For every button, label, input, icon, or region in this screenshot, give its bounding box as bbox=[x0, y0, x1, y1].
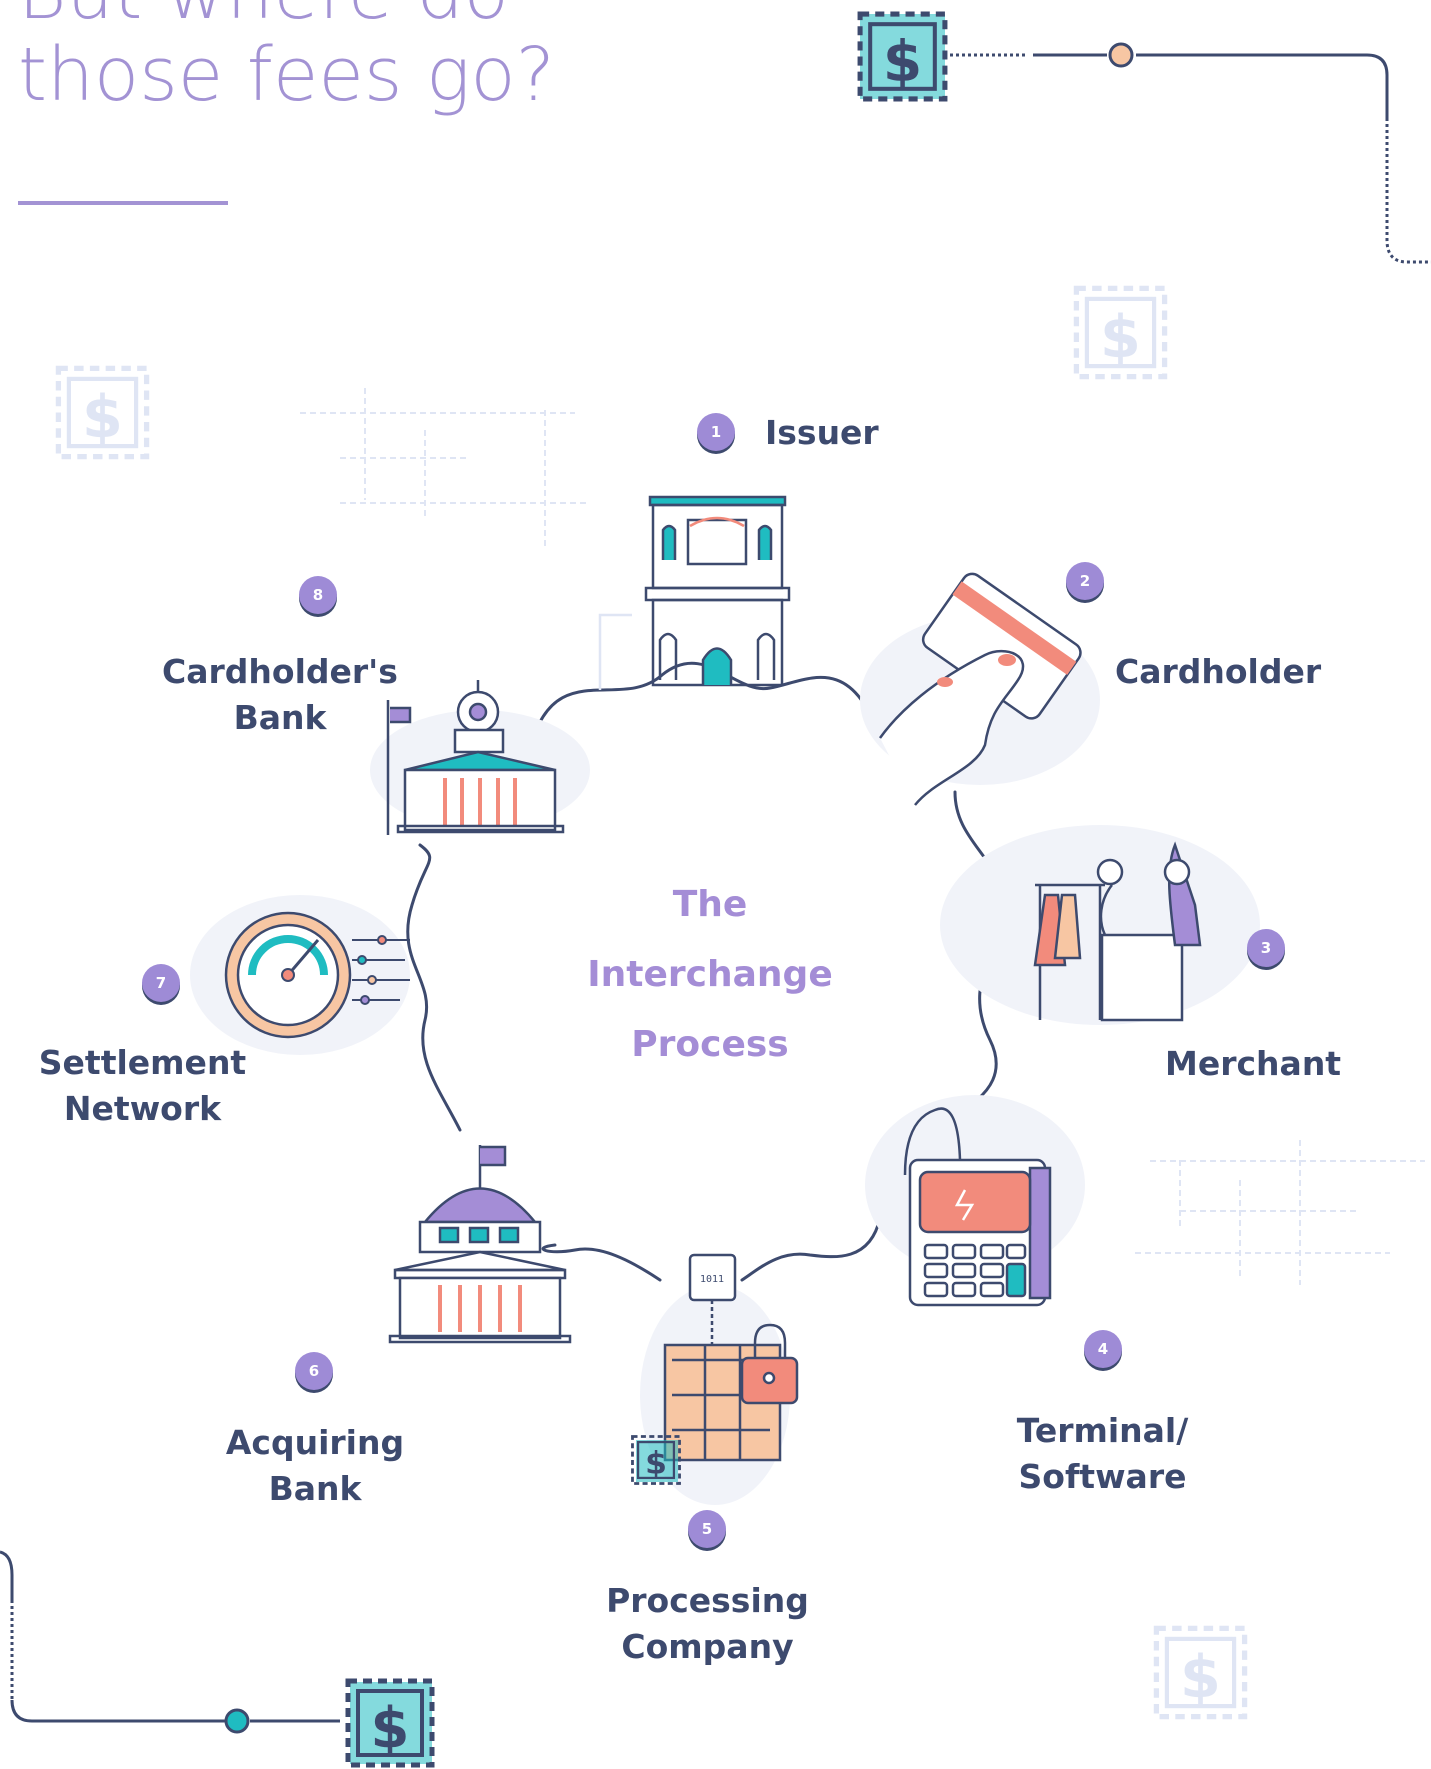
step-label-line: Acquiring bbox=[225, 1423, 405, 1462]
step-label-settlement: Settlement Network bbox=[35, 1040, 250, 1132]
step-label-line: Settlement bbox=[38, 1043, 247, 1082]
step-number-badge: 5 bbox=[688, 1510, 726, 1548]
dollar-stamp-icon bbox=[860, 14, 945, 99]
dollar-stamp-icon bbox=[348, 1681, 432, 1765]
step-label-line: Software bbox=[1018, 1457, 1187, 1496]
step-label-line: Merchant bbox=[1165, 1044, 1342, 1083]
svg-text:1011: 1011 bbox=[700, 1274, 724, 1285]
step-number-badge: 4 bbox=[1084, 1330, 1122, 1368]
step-number-badge: 3 bbox=[1247, 929, 1285, 967]
step-label-line: Issuer bbox=[765, 413, 879, 452]
step-number-badge: 1 bbox=[697, 413, 735, 451]
step-label-cardholder: Cardholder bbox=[1115, 649, 1321, 695]
step-label-issuer: Issuer bbox=[765, 410, 879, 456]
bottom-connector bbox=[0, 1550, 340, 1734]
step-label-line: Cardholder's bbox=[162, 652, 398, 691]
center-title: The Interchange Process bbox=[560, 870, 860, 1080]
hand-card-icon bbox=[860, 572, 1100, 806]
bg-stamp-icon bbox=[1076, 288, 1164, 376]
step-label-line: Terminal/ bbox=[1016, 1411, 1189, 1450]
bg-stamp-icon bbox=[58, 368, 146, 456]
gauge-dial-icon bbox=[190, 895, 410, 1055]
bg-stamp-icon bbox=[1156, 1628, 1244, 1716]
shop-counter-icon bbox=[940, 825, 1260, 1025]
bg-grid-lines bbox=[300, 388, 1425, 1285]
step-number-badge: 8 bbox=[299, 576, 337, 614]
center-title-line: Process bbox=[631, 1024, 789, 1065]
headline-line-1: But where do bbox=[18, 0, 555, 34]
step-label-line: Processing bbox=[606, 1581, 809, 1620]
step-label-line: Bank bbox=[233, 698, 327, 737]
bank-building-icon bbox=[598, 495, 791, 690]
step-label-merchant: Merchant bbox=[1165, 1041, 1341, 1087]
step-number-badge: 2 bbox=[1066, 562, 1104, 600]
step-label-line: Bank bbox=[268, 1469, 362, 1508]
headline-line-2: those fees go? bbox=[18, 32, 555, 118]
step-label-acquiring: Acquiring Bank bbox=[215, 1420, 415, 1512]
top-connector bbox=[950, 42, 1431, 264]
headline: But where do those fees go? bbox=[18, 0, 555, 116]
center-title-line: Interchange bbox=[587, 954, 833, 995]
capitol-bank-icon bbox=[388, 1145, 572, 1344]
step-number-badge: 7 bbox=[142, 964, 180, 1002]
step-label-line: Cardholder bbox=[1115, 652, 1322, 691]
step-number-badge: 6 bbox=[295, 1352, 333, 1390]
step-label-processing: Processing Company bbox=[590, 1578, 825, 1670]
headline-rule bbox=[18, 201, 228, 205]
step-label-line: Company bbox=[621, 1627, 794, 1666]
courthouse-bank-icon bbox=[370, 680, 590, 835]
data-lock-icon: 1011 bbox=[631, 1253, 799, 1505]
step-label-line: Network bbox=[63, 1089, 222, 1128]
card-terminal-icon bbox=[865, 1095, 1085, 1307]
step-label-terminal: Terminal/ Software bbox=[1000, 1408, 1205, 1500]
step-label-cardholders-bank: Cardholder's Bank bbox=[160, 649, 400, 741]
center-title-line: The bbox=[672, 884, 748, 925]
